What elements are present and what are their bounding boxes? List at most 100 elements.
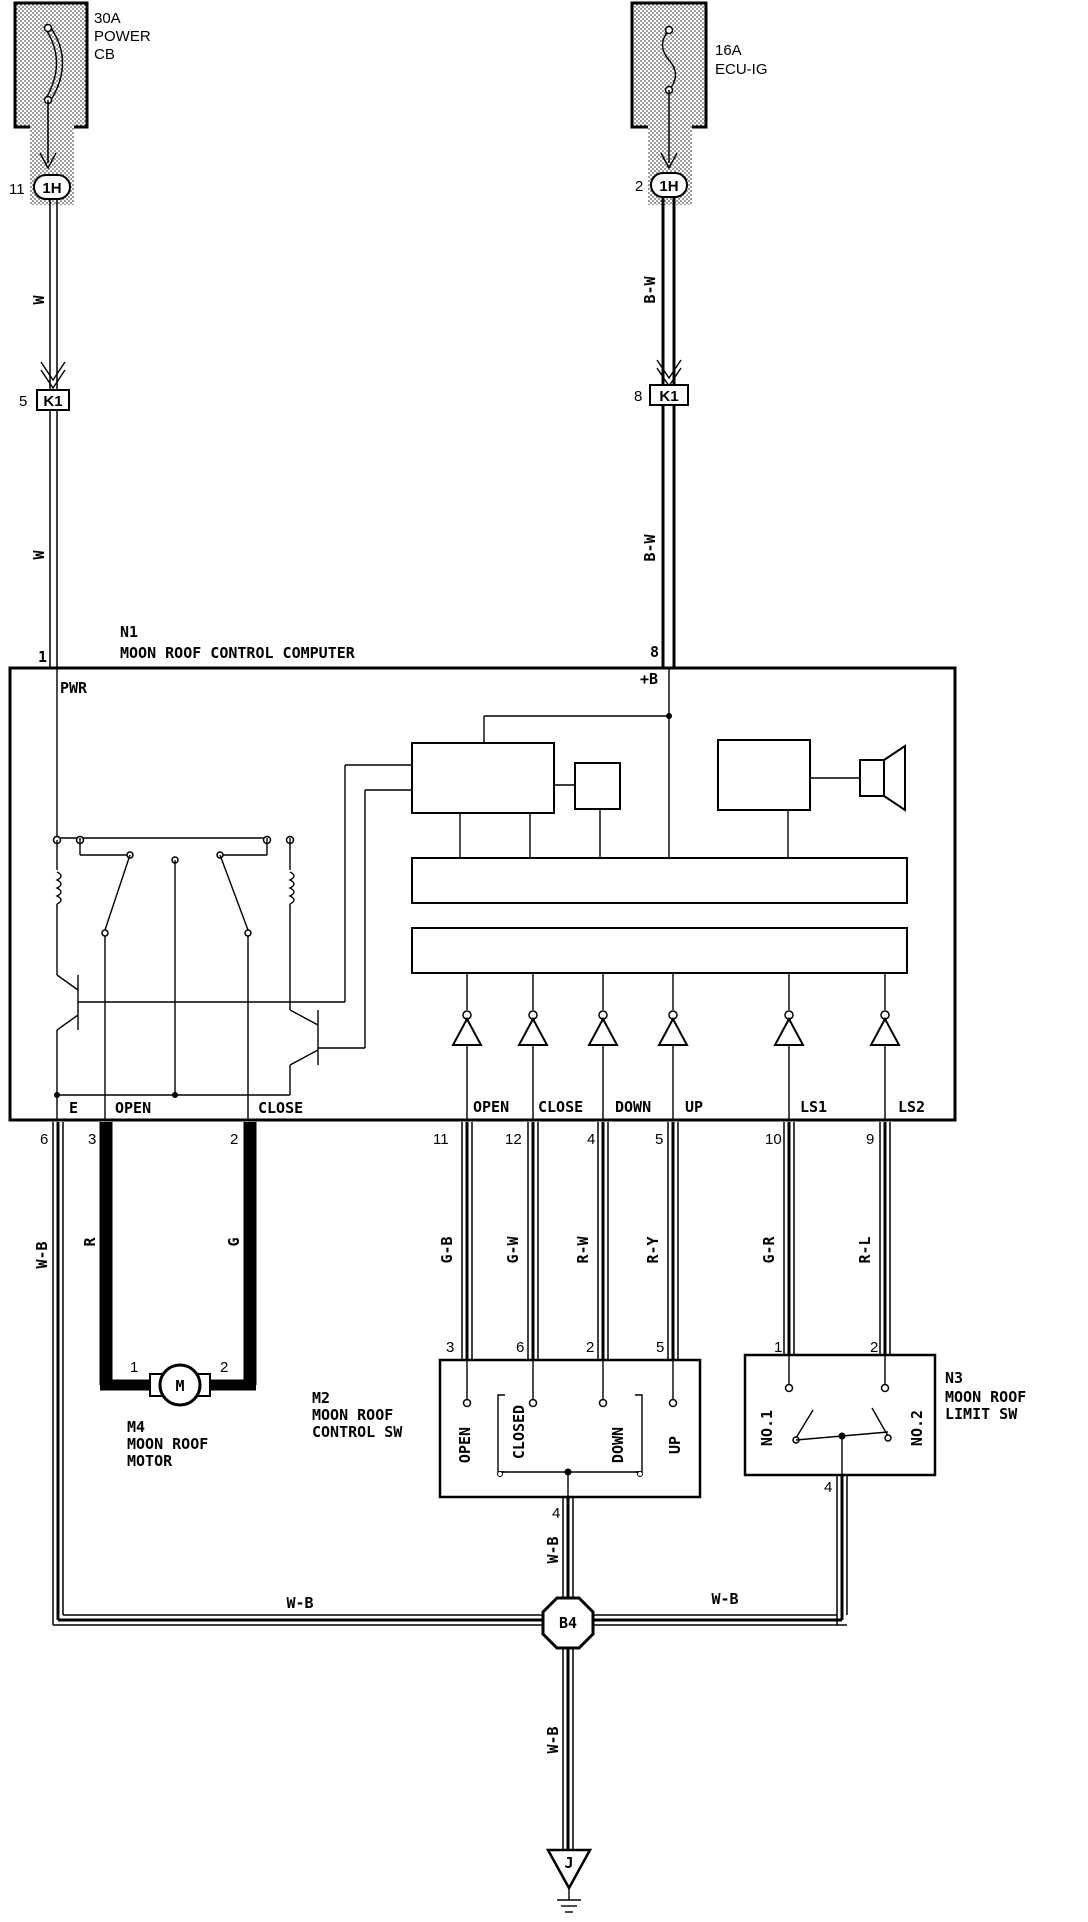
pin-e: 6 [40,1131,48,1148]
connector-k1-left[interactable]: K1 [36,389,70,411]
sw-term-up: UP [666,1436,684,1454]
term-e: E [69,1099,78,1117]
fuse2-label-line2: ECU-IG [715,61,768,78]
moon-roof-limit-switch[interactable] [743,1353,937,1477]
connector-k1-right-pin: 8 [634,388,642,405]
limit-term-no1: NO.1 [758,1410,776,1446]
term-pwr: PWR [60,679,88,697]
wire-label-r: R [81,1237,99,1247]
moon-roof-motor[interactable]: M [149,1363,211,1407]
motor-symbol: M [175,1377,184,1395]
connector-k1-right-code: K1 [659,388,678,405]
wire-label-ry: R-Y [644,1236,662,1263]
computer-pin-b: 8 [650,643,659,661]
limit-pin-2: 2 [870,1339,878,1356]
wire-gb[interactable] [461,1122,473,1362]
connector-1h-right-code: 1H [659,178,678,195]
connector-k1-left-pin: 5 [19,393,27,410]
pin-ls1: 10 [765,1131,782,1148]
term-ls2: LS2 [898,1098,925,1116]
wire-label-wb-4: W-B [544,1536,562,1563]
term-down: DOWN [615,1098,651,1116]
term-up: UP [685,1098,703,1116]
wire-r-motor[interactable] [99,1122,160,1391]
wire-label-bw-1: B-W [641,275,659,303]
buffer-4 [657,973,689,1120]
motor-name-1: MOON ROOF [127,1435,208,1453]
pin-close-motor: 2 [230,1131,238,1148]
term-b: +B [640,670,658,688]
wire-label-gb: G-B [438,1236,456,1263]
connector-k1-right[interactable]: K1 [649,384,689,406]
wire-label-wb-5: W-B [544,1726,562,1753]
buffer-6 [869,973,901,1120]
wire-gw[interactable] [527,1122,539,1362]
wire-rw[interactable] [597,1122,609,1362]
term-ls1: LS1 [800,1098,827,1116]
fuse1-label-line2: POWER [94,28,151,45]
wire-w-power[interactable] [40,199,66,668]
motor-pin-1: 1 [130,1359,138,1376]
wire-label-w-2: W [30,550,48,560]
ground-j-code: J [564,1854,573,1872]
term-open-sw: OPEN [473,1098,509,1116]
pin-open-motor: 3 [88,1131,96,1148]
junction-b4-code: B4 [559,1614,577,1632]
control-sw-name-2: CONTROL SW [312,1423,403,1441]
sw-pin-3: 3 [446,1339,454,1356]
pin-down: 4 [587,1131,595,1148]
wire-wb-ground-bus[interactable] [52,1122,848,1850]
wire-label-wb-3: W-B [711,1590,738,1608]
buffer-2 [517,973,549,1120]
fuse1-label-line3: CB [94,46,115,63]
motor-id: M4 [127,1418,145,1436]
wire-gr[interactable] [783,1122,795,1362]
ground-j[interactable]: J [545,1848,593,1913]
limit-pin-1: 1 [774,1339,782,1356]
wire-label-rl: R-L [856,1236,874,1263]
sw-term-closed: CLOSED [510,1405,528,1459]
logic-blocks [411,668,908,974]
connector-1h-right[interactable]: 1H [650,172,688,198]
computer-pin-pwr: 1 [38,648,47,666]
motor-pin-2: 2 [220,1359,228,1376]
motor-name-2: MOTOR [127,1452,173,1470]
buffer-1 [451,973,483,1120]
wire-ry[interactable] [667,1122,679,1362]
connector-1h-left[interactable]: 1H [33,174,71,200]
wire-rl[interactable] [879,1122,891,1362]
wire-bw-ignition[interactable] [656,197,682,668]
computer-name: MOON ROOF CONTROL COMPUTER [120,644,356,662]
junction-b4[interactable]: B4 [541,1596,595,1650]
fuse2-label-line1: 16A [715,42,742,59]
computer-id: N1 [120,623,138,641]
control-sw-name-1: MOON ROOF [312,1406,393,1424]
fuse1-label-line1: 30A [94,10,121,27]
wire-label-rw: R-W [574,1235,592,1263]
buffer-3 [587,973,619,1120]
wire-label-bw-2: B-W [641,533,659,561]
input-buffers [451,973,901,1120]
limit-sw-name-2: LIMIT SW [945,1405,1018,1423]
pin-open-sw: 11 [433,1131,449,1148]
sw-term-open: OPEN [456,1427,474,1463]
pin-close-sw: 12 [505,1131,522,1148]
sw-pin-6: 6 [516,1339,524,1356]
wire-label-gr: G-R [760,1235,778,1263]
term-close-motor: CLOSE [258,1099,303,1117]
term-open-motor: OPEN [115,1099,151,1117]
control-sw-pin-4: 4 [552,1505,560,1522]
relay-circuit [52,668,412,1120]
wire-label-g: G [225,1237,243,1246]
limit-sw-id: N3 [945,1369,963,1387]
wire-g-motor[interactable] [198,1122,257,1391]
sw-pin-5: 5 [656,1339,664,1356]
sw-pin-2: 2 [586,1339,594,1356]
connector-1h-left-pin: 11 [9,181,25,198]
connector-1h-left-code: 1H [42,180,61,197]
wire-label-wb-1: W-B [33,1241,51,1268]
wire-label-wb-2: W-B [286,1594,313,1612]
moon-roof-control-switch[interactable] [438,1358,702,1499]
control-sw-id: M2 [312,1389,330,1407]
sw-term-down: DOWN [609,1427,627,1463]
